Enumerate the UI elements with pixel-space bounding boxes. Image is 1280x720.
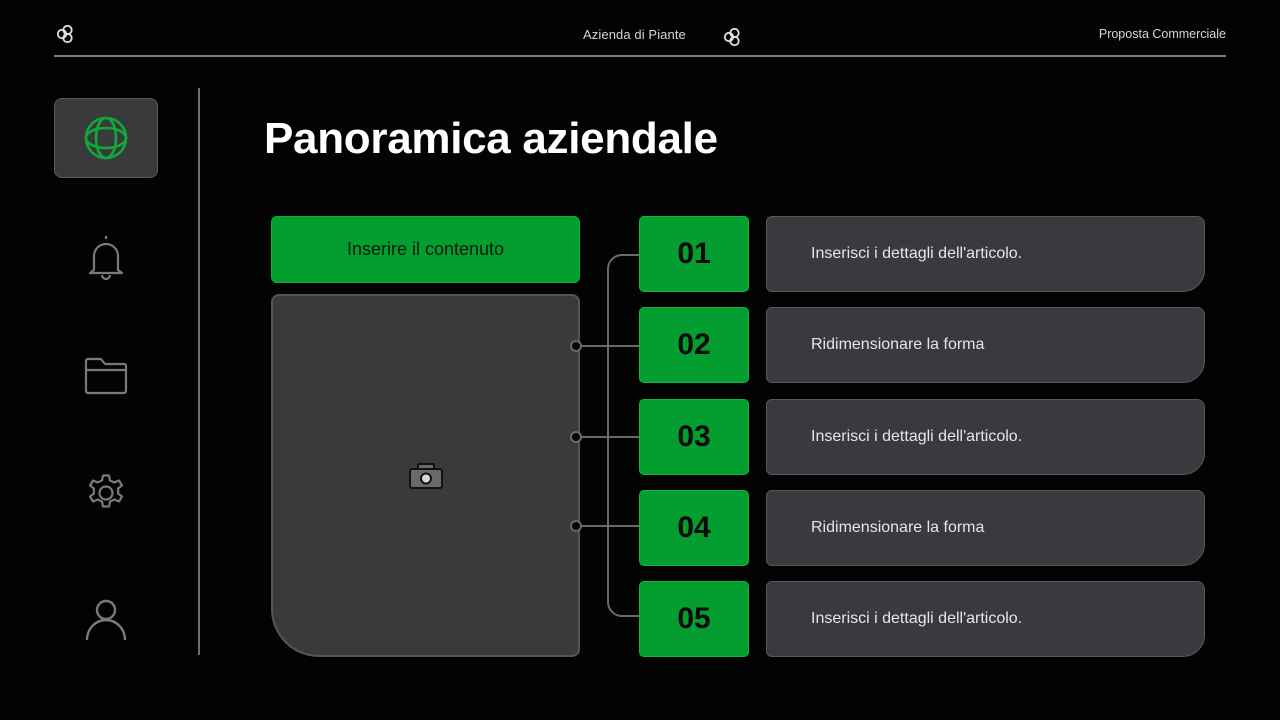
insert-content-button[interactable]: Inserire il contenuto	[271, 216, 580, 283]
step-number-2: 02	[639, 307, 749, 383]
step-detail-2[interactable]: Ridimensionare la forma	[766, 307, 1205, 383]
sidebar-item-files[interactable]	[54, 335, 158, 415]
step-detail-5[interactable]: Inserisci i dettagli dell'articolo.	[766, 581, 1205, 657]
sidebar-item-profile[interactable]	[54, 578, 158, 658]
step-number-1: 01	[639, 216, 749, 292]
step-detail-3[interactable]: Inserisci i dettagli dell'articolo.	[766, 399, 1205, 475]
step-number-3: 03	[639, 399, 749, 475]
sidebar-item-globe[interactable]	[54, 98, 158, 178]
user-icon	[85, 599, 127, 641]
connector-lines	[570, 254, 639, 617]
bell-icon	[88, 236, 124, 280]
sidebar-item-settings[interactable]	[54, 453, 158, 533]
step-number-5: 05	[639, 581, 749, 657]
logo-icon	[723, 27, 743, 47]
page-title: Panoramica aziendale	[264, 114, 718, 163]
logo-icon	[56, 24, 76, 44]
step-detail-1[interactable]: Inserisci i dettagli dell'articolo.	[766, 216, 1205, 292]
company-name: Azienda di Piante	[583, 27, 686, 42]
document-title: Proposta Commerciale	[1098, 27, 1226, 41]
globe-icon	[84, 116, 128, 160]
sidebar-item-notifications[interactable]	[54, 216, 158, 296]
step-number-4: 04	[639, 490, 749, 566]
folder-icon	[84, 357, 128, 395]
step-detail-4[interactable]: Ridimensionare la forma	[766, 490, 1205, 566]
sidebar-divider	[198, 88, 200, 655]
camera-icon	[408, 462, 443, 489]
gear-icon	[88, 474, 124, 508]
image-placeholder[interactable]	[271, 294, 580, 657]
header-divider	[54, 55, 1226, 57]
